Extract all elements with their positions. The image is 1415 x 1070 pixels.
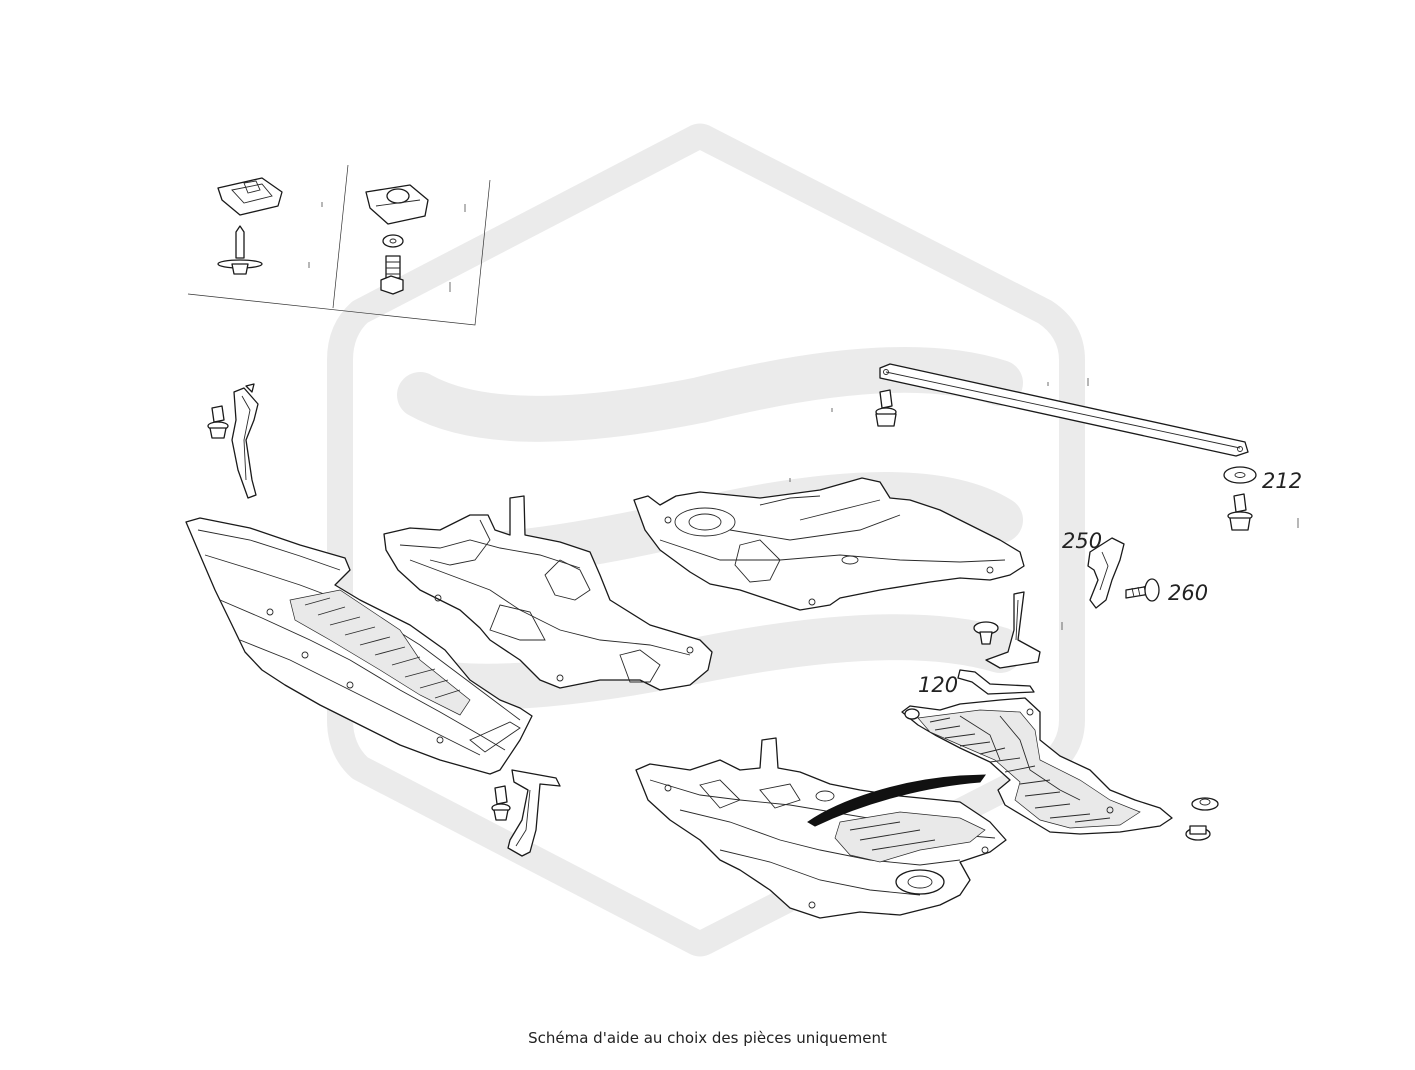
inset-box xyxy=(187,164,491,326)
front-undertray xyxy=(185,517,533,775)
clip-120 xyxy=(973,621,999,645)
washer-bolt-right xyxy=(380,234,404,295)
rear-undertray xyxy=(901,697,1173,835)
center-undertray xyxy=(635,737,1007,919)
bracket-lower-left xyxy=(507,769,561,857)
bracket-250 xyxy=(1087,537,1125,609)
clip-nut-left xyxy=(217,177,283,216)
push-pin-left xyxy=(217,225,263,275)
callout-212: 212 xyxy=(1262,469,1302,493)
middle-undertray xyxy=(633,477,1025,611)
bracket-120-lower xyxy=(957,669,1035,695)
bolt-cross-member xyxy=(875,389,897,427)
cross-member-bar xyxy=(831,363,1249,457)
bracket-120-upper xyxy=(985,591,1041,669)
nut-rear-right xyxy=(1185,797,1219,841)
bolt-front-left xyxy=(207,405,229,439)
bracket-front-left xyxy=(231,383,259,499)
bolt-lower-left xyxy=(491,785,511,821)
screw-260 xyxy=(1125,578,1160,602)
engine-undercover xyxy=(383,495,713,691)
callout-250: 250 xyxy=(1062,529,1102,553)
bolt-212 xyxy=(1227,493,1253,531)
clip-nut-right xyxy=(365,184,429,225)
callout-260: 260 xyxy=(1168,581,1208,605)
washer-212 xyxy=(1223,466,1257,484)
diagram-caption: Schéma d'aide au choix des pièces unique… xyxy=(528,1029,887,1047)
callout-120: 120 xyxy=(918,673,958,697)
